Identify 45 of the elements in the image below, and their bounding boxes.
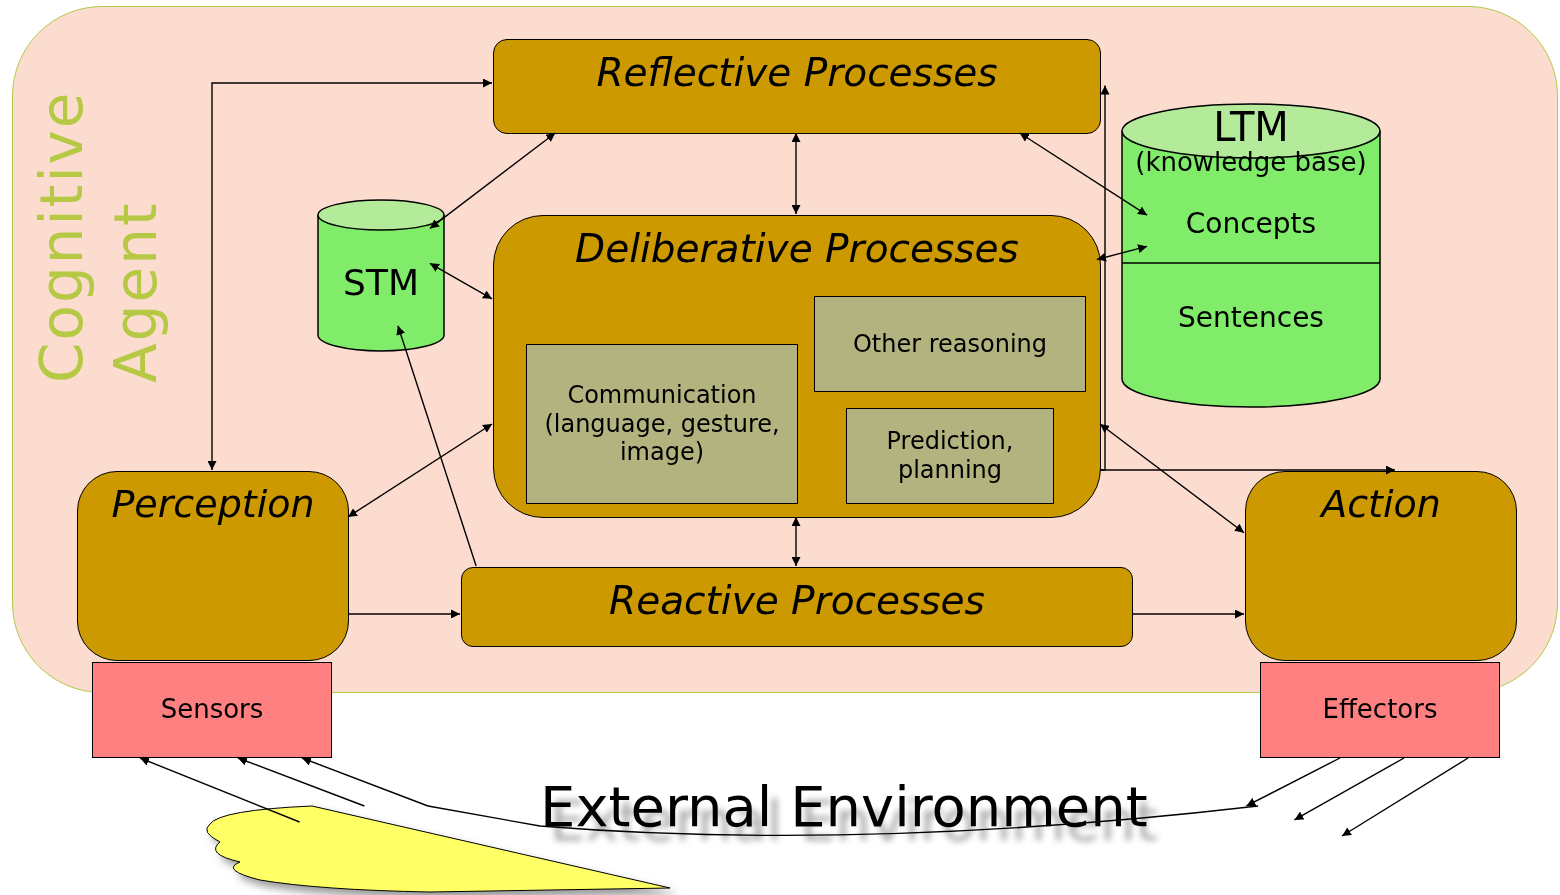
- arrow: [791, 516, 801, 567]
- module-box: [526, 344, 798, 504]
- process-box: [493, 215, 1101, 518]
- arrow: [1131, 609, 1245, 619]
- agent-title: Cognitive Agent: [27, 89, 172, 383]
- arrow: [139, 757, 301, 823]
- arrow: [301, 757, 429, 807]
- process-box: [77, 471, 349, 661]
- arrow: [791, 132, 801, 215]
- process-box: [493, 39, 1101, 134]
- agent-boundary: [12, 6, 1558, 693]
- arrow: [1099, 423, 1245, 534]
- arrow: [429, 262, 493, 300]
- module-box: [846, 408, 1054, 504]
- arrow: [1293, 757, 1405, 821]
- interface-label: Sensors: [160, 694, 264, 726]
- arrow: [347, 423, 493, 518]
- interface-box: [92, 662, 332, 758]
- interface-box: [1260, 662, 1500, 758]
- process-box: [461, 567, 1133, 647]
- process-title: Deliberative Processes: [575, 226, 1019, 271]
- store-label: STM: [343, 261, 419, 305]
- memory-section-label: Sentences: [1178, 301, 1324, 335]
- process-title: Reactive Processes: [609, 578, 985, 623]
- arrow: [1096, 244, 1148, 262]
- module-label: Other reasoning: [852, 329, 1048, 359]
- arrow: [207, 78, 493, 471]
- process-title: Reflective Processes: [596, 50, 998, 95]
- arrow: [1019, 132, 1148, 216]
- arrow: [237, 757, 366, 807]
- arrow: [347, 609, 461, 619]
- arrow: [1099, 84, 1110, 471]
- arrow: [1245, 757, 1341, 807]
- process-title: Perception: [111, 482, 315, 526]
- module-box: [814, 296, 1086, 392]
- process-title: Action: [1321, 482, 1441, 526]
- environment-label: External Environment: [540, 774, 1148, 839]
- arrow: [429, 132, 556, 230]
- arrow: [396, 325, 477, 567]
- arrow: [1341, 757, 1469, 837]
- memory-section-label: Concepts: [1185, 207, 1317, 241]
- module-label: Prediction, planning: [885, 427, 1015, 485]
- interface-label: Effectors: [1322, 694, 1438, 726]
- process-box: [1245, 471, 1517, 661]
- module-label: Communication (language, gesture, image): [543, 380, 781, 468]
